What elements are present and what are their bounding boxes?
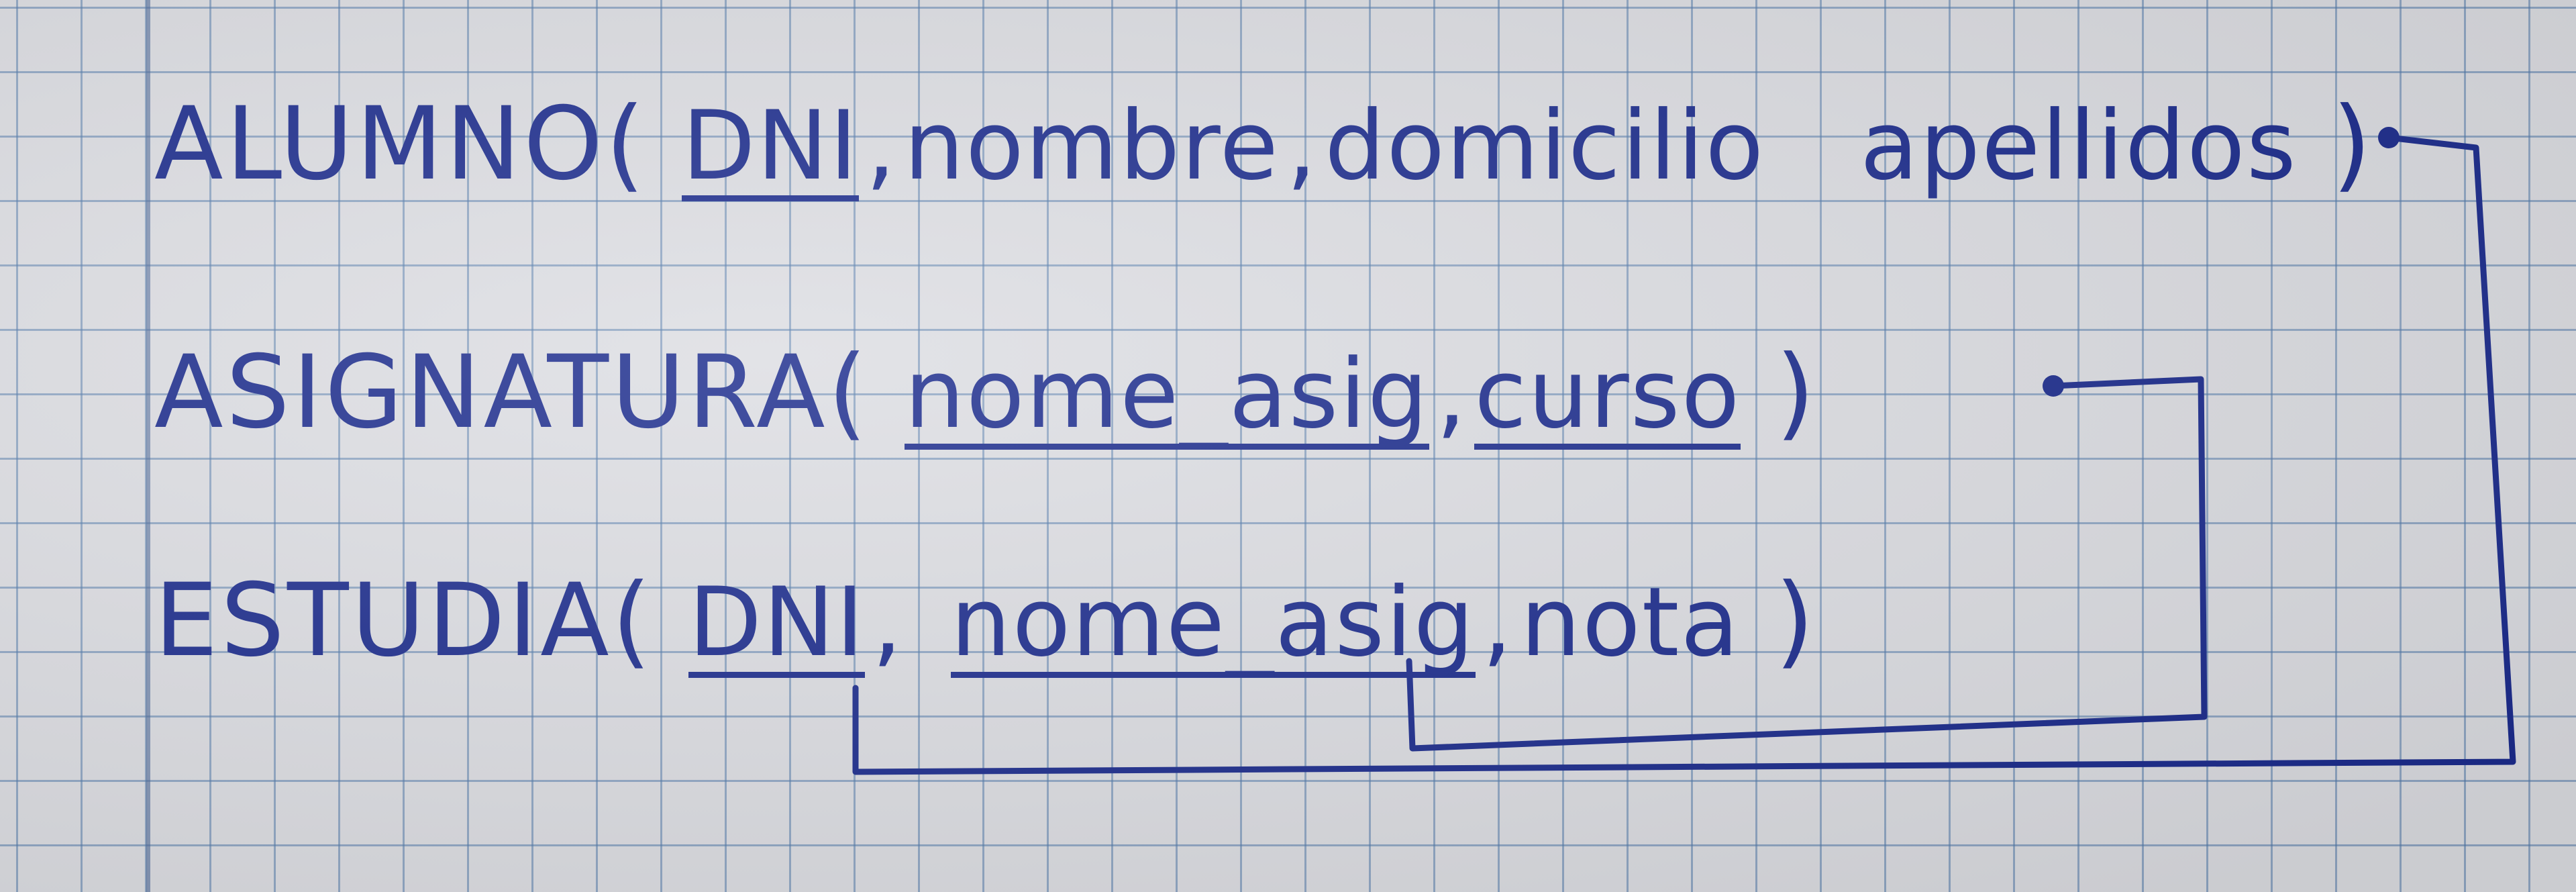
open-paren: ( bbox=[611, 562, 654, 679]
attribute-apellidos: apellidos bbox=[1859, 91, 2298, 201]
fk-target-dot-alumno bbox=[2378, 127, 2400, 148]
comma: , bbox=[1436, 339, 1468, 450]
relation-asignatura: ASIGNATURA( nome_asig,curso ) bbox=[154, 342, 1818, 450]
comma: , bbox=[865, 91, 898, 201]
attribute-dni: DNI bbox=[688, 567, 866, 678]
open-paren: ( bbox=[605, 86, 648, 203]
relation-alumno: ALUMNO( DNI,nombre,domicilio apellidos ) bbox=[154, 94, 2374, 201]
attribute-nombre: nombre bbox=[904, 91, 1280, 201]
relation-name: ALUMNO bbox=[154, 86, 606, 203]
attribute-dni: DNI bbox=[682, 91, 859, 201]
attribute-nome-asig: nome_asig bbox=[904, 339, 1430, 450]
attribute-curso: curso bbox=[1474, 339, 1741, 450]
relation-estudia: ESTUDIA( DNI,nome_asig,nota ) bbox=[154, 571, 1817, 678]
open-paren: ( bbox=[827, 334, 870, 451]
attribute-nome-asig: nome_asig bbox=[950, 567, 1476, 678]
relation-name: ESTUDIA bbox=[154, 562, 612, 679]
margin-line bbox=[146, 0, 150, 892]
comma: , bbox=[1482, 567, 1514, 678]
close-paren: ) bbox=[1775, 562, 1817, 679]
attribute-nota: nota bbox=[1520, 567, 1741, 678]
comma: , bbox=[872, 567, 904, 678]
relation-name: ASIGNATURA bbox=[154, 334, 828, 451]
comma: , bbox=[1286, 91, 1319, 201]
attribute-domicilio: domicilio bbox=[1325, 91, 1765, 201]
close-paren: ) bbox=[2332, 86, 2375, 203]
close-paren: ) bbox=[1775, 334, 1818, 451]
fk-target-dot-asignatura bbox=[2043, 375, 2064, 397]
